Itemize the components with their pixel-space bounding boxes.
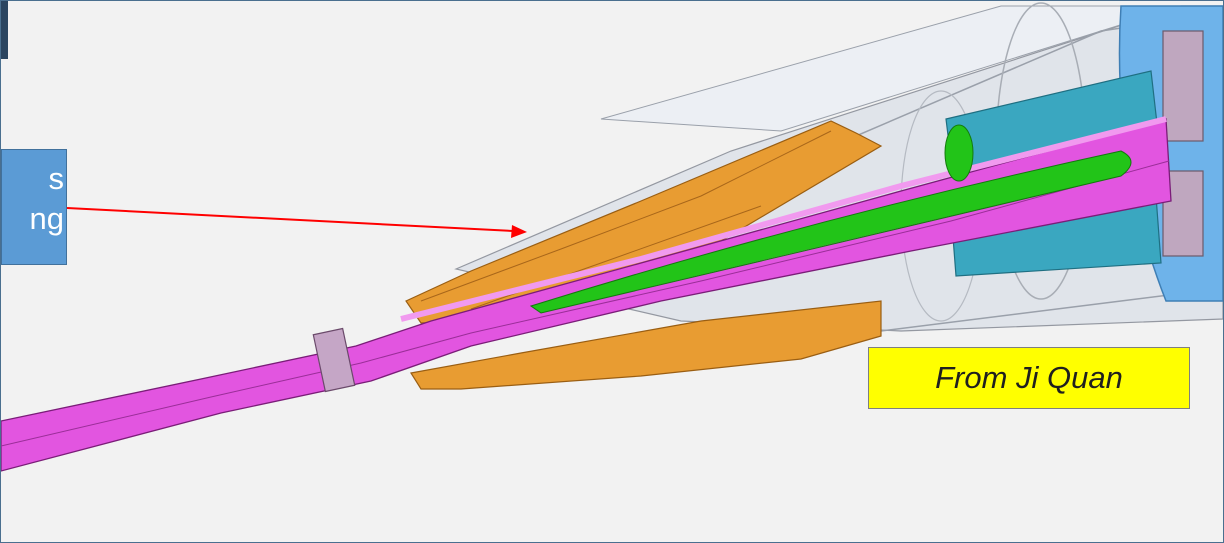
beam-pipe-collar — [312, 327, 356, 393]
callout-line-1: s — [48, 161, 65, 196]
beam-pipe-band — [400, 116, 1167, 322]
title-bar-fragment — [1, 1, 8, 59]
pointer-arrow-head — [511, 225, 527, 238]
beam-pipe-edge — [1, 160, 1170, 447]
inner-core-end — [944, 124, 974, 182]
pointer-arrow-line — [66, 207, 514, 232]
support-cone-lower — [410, 300, 882, 390]
cone-detail-line — [420, 130, 832, 302]
callout-box: s ng — [1, 149, 67, 265]
credit-label-box: From Ji Quan — [868, 347, 1190, 409]
callout-line-2: ng — [29, 201, 64, 236]
flange-bracket-upper — [1162, 30, 1204, 142]
credit-label: From Ji Quan — [935, 360, 1123, 395]
